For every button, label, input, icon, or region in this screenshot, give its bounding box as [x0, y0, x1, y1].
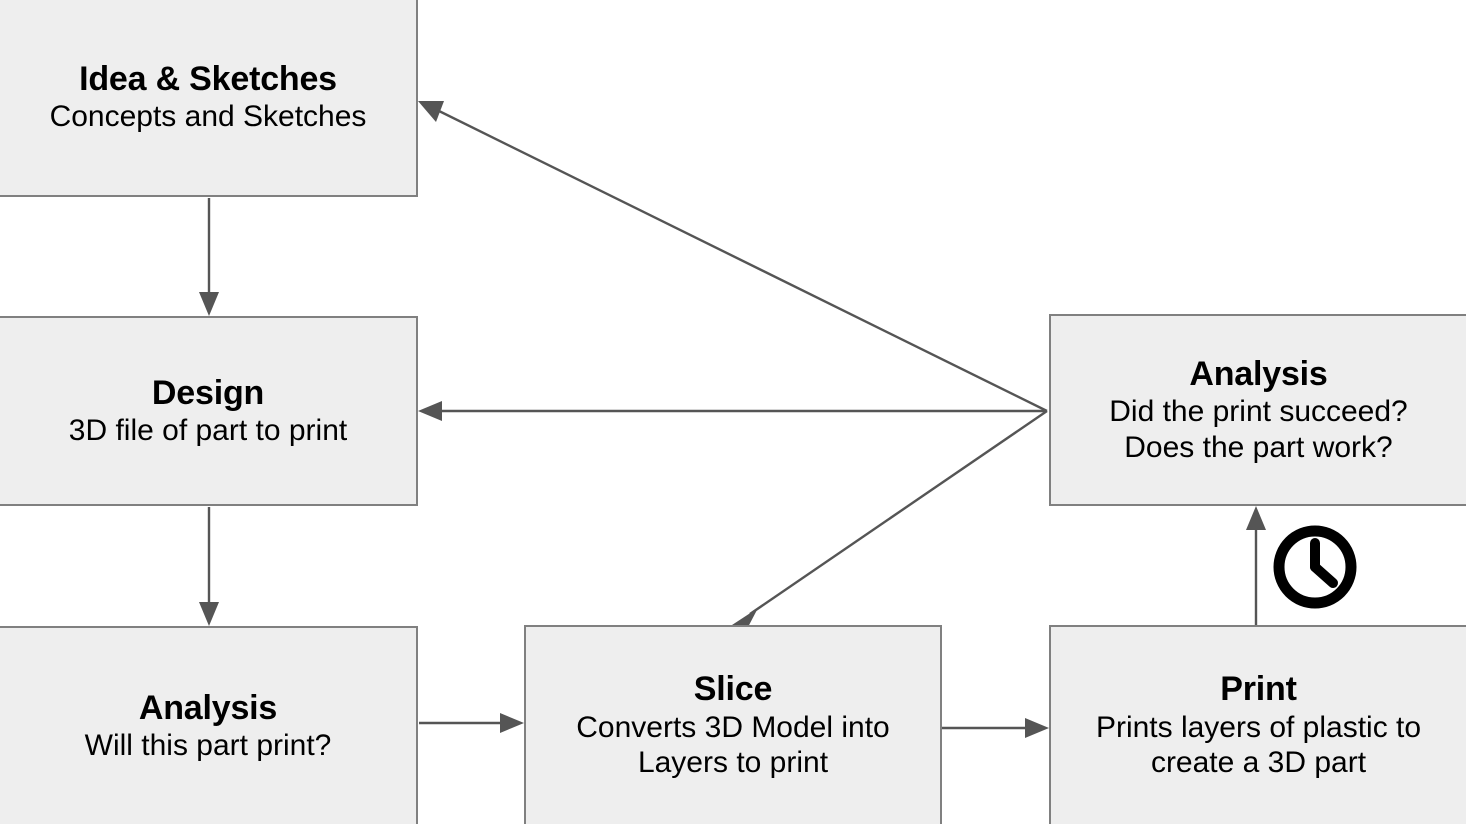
node-title: Analysis: [1189, 354, 1328, 393]
node-idea-and-sketches[interactable]: Idea & Sketches Concepts and Sketches: [0, 0, 418, 197]
edge-analysis-pre-to-slice: [419, 713, 524, 733]
node-subtitle: Did the print succeed? Does the part wor…: [1109, 395, 1408, 464]
node-title: Print: [1220, 670, 1297, 709]
node-print[interactable]: Print Prints layers of plastic to create…: [1049, 625, 1466, 824]
edge-analysis-post-to-idea: [418, 101, 1048, 413]
node-subtitle: 3D file of part to print: [68, 414, 348, 448]
node-design[interactable]: Design 3D file of part to print: [0, 316, 418, 506]
node-subtitle: Concepts and Sketches: [49, 100, 367, 134]
edge-analysis-post-to-design: [418, 401, 1047, 421]
edge-print-to-analysis-post: [1246, 506, 1266, 625]
node-subtitle: Will this part print?: [84, 729, 332, 763]
node-analysis-post-print[interactable]: Analysis Did the print succeed? Does the…: [1049, 314, 1466, 506]
node-subtitle: Converts 3D Model into Layers to print: [576, 710, 890, 780]
edge-slice-to-print: [942, 718, 1049, 738]
node-slice[interactable]: Slice Converts 3D Model into Layers to p…: [524, 625, 942, 824]
node-analysis-pre-print[interactable]: Analysis Will this part print?: [0, 626, 418, 824]
clock-icon: [1273, 525, 1357, 609]
node-title: Analysis: [138, 688, 278, 727]
node-subtitle: Prints layers of plastic to create a 3D …: [1095, 710, 1422, 780]
node-title: Idea & Sketches: [79, 59, 337, 98]
node-title: Slice: [693, 670, 773, 709]
node-title: Design: [151, 373, 265, 412]
edge-design-to-analysis-pre: [199, 507, 219, 626]
edge-idea-to-design: [199, 198, 219, 316]
edge-analysis-post-to-slice: [732, 410, 1048, 629]
